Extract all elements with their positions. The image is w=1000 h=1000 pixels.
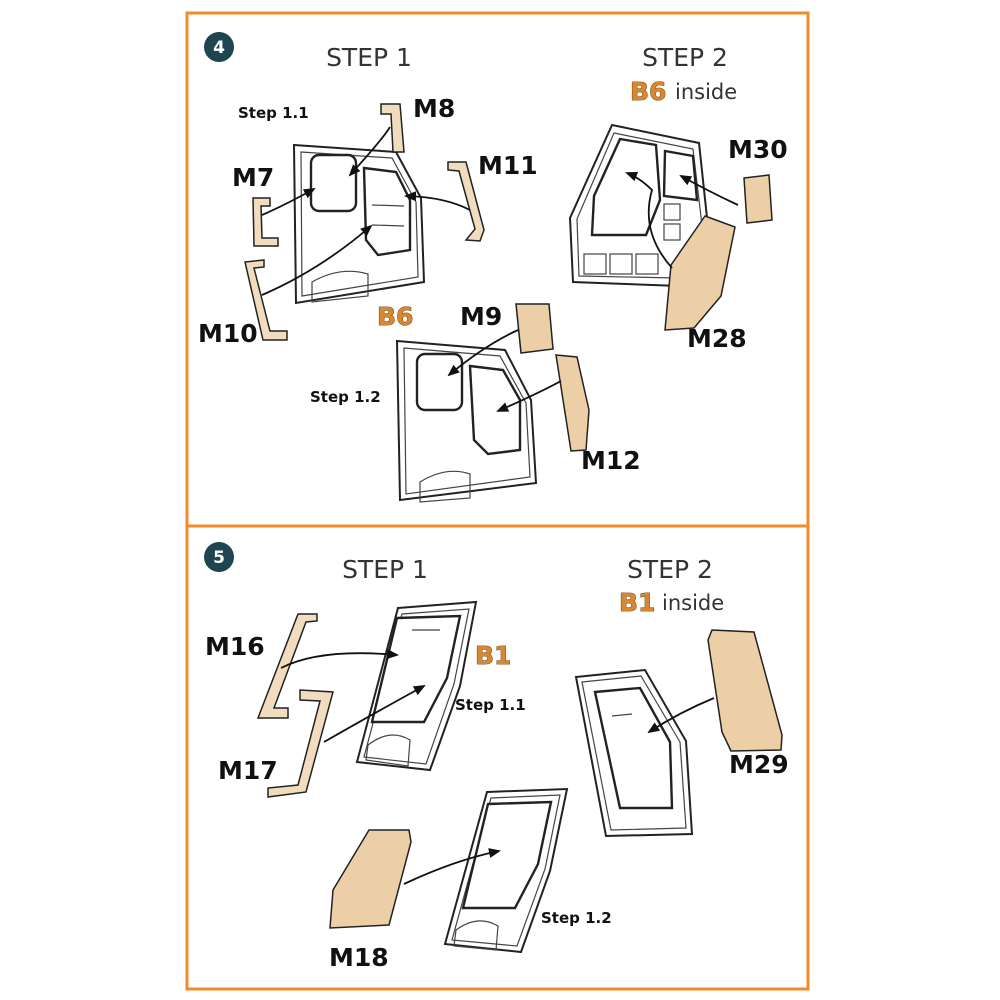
part-m30-label: M30 — [728, 135, 788, 164]
arrow — [261, 224, 373, 296]
panel-5: 5 STEP 1 STEP 2 B1 inside B1 Step 1.1 St… — [185, 524, 810, 991]
step-number: 4 — [213, 38, 225, 58]
arrow — [447, 329, 519, 377]
part-m9-label: M9 — [460, 302, 502, 331]
part-m29-label: M29 — [729, 750, 789, 779]
door-step-1-1 — [292, 143, 426, 305]
part-m17-shape — [267, 689, 334, 798]
arrow — [404, 191, 471, 211]
arrow — [496, 380, 562, 412]
step-number: 5 — [213, 548, 225, 568]
arrow — [403, 848, 501, 885]
part-m28-shape — [664, 215, 736, 331]
arrow — [261, 188, 316, 216]
part-m10-shape — [244, 259, 288, 341]
part-m16-shape — [256, 613, 318, 719]
step-1-1-label: Step 1.1 — [455, 696, 526, 714]
step-number-badge — [204, 542, 234, 572]
part-m9-shape — [515, 303, 554, 354]
part-m17-label: M17 — [218, 756, 278, 785]
part-m8-shape — [380, 103, 405, 153]
step-1-title: STEP 1 — [342, 555, 428, 584]
door-step-1-1 — [355, 600, 478, 772]
reference-b1: B1 — [619, 588, 655, 617]
step-1-1-label: Step 1.1 — [238, 104, 309, 122]
arrow — [679, 175, 739, 206]
part-m29-shape — [707, 629, 783, 752]
part-m11-shape — [447, 161, 485, 242]
part-m8-label: M8 — [413, 94, 455, 123]
part-m11-label: M11 — [478, 151, 538, 180]
part-m18-shape — [329, 829, 412, 929]
part-m28-label: M28 — [687, 324, 747, 353]
part-m12-label: M12 — [581, 446, 641, 475]
part-m10-label: M10 — [198, 319, 258, 348]
part-m16-label: M16 — [205, 632, 265, 661]
reference-b1: B1 — [475, 641, 511, 670]
step-1-title: STEP 1 — [326, 43, 412, 72]
door-step-1-2 — [395, 339, 538, 503]
inside-label: inside — [675, 80, 737, 104]
arrow — [348, 126, 391, 177]
arrow — [625, 171, 673, 269]
arrow — [280, 649, 399, 669]
step-1-2-label: Step 1.2 — [541, 909, 612, 927]
part-m18-label: M18 — [329, 943, 389, 972]
arrow — [647, 697, 715, 734]
step-number-badge — [204, 32, 234, 62]
part-m12-shape — [555, 354, 590, 452]
reference-b6: B6 — [377, 302, 413, 331]
step-2-title: STEP 2 — [642, 43, 728, 72]
part-m7-shape — [252, 197, 279, 247]
inside-label: inside — [662, 591, 724, 615]
arrow — [323, 685, 426, 743]
door-step-1-2 — [443, 787, 569, 954]
part-m30-shape — [743, 174, 773, 224]
step-2-title: STEP 2 — [627, 555, 713, 584]
door-step-2 — [574, 668, 694, 838]
part-m7-label: M7 — [232, 163, 274, 192]
panel-4: 4 STEP 1 STEP 2 B6 inside Step 1.1 Step … — [185, 11, 810, 528]
panel-5-frame — [185, 524, 810, 991]
step-1-2-label: Step 1.2 — [310, 388, 381, 406]
reference-b6: B6 — [630, 77, 666, 106]
